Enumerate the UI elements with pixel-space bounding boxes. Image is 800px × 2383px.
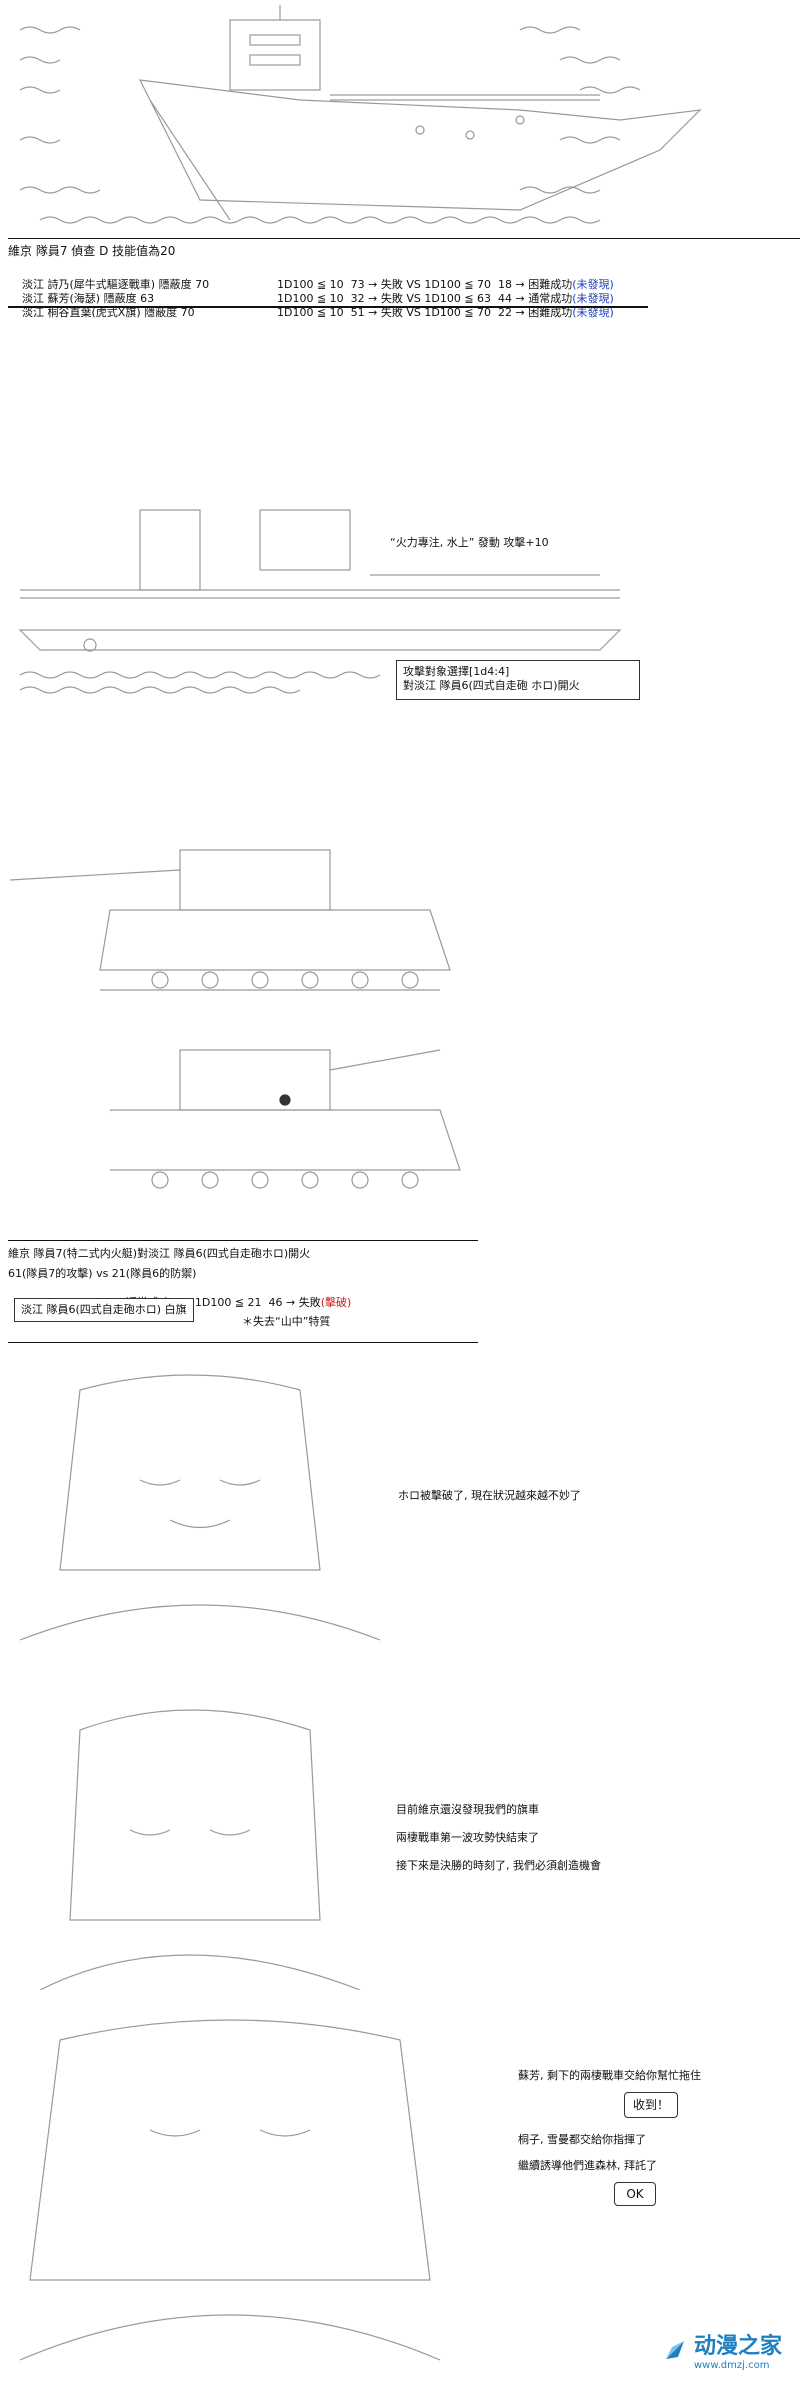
panel-character-2: 目前維京還沒發現我們的旗車 兩棲戰車第一波攻勢快結束了 接下來是決勝的時刻了, … (0, 1690, 800, 2000)
landing-craft-illustration (18, 509, 622, 694)
row-name: 淡江 詩乃(犀牛式驅逐戰車) 隱蔽度 70 (22, 278, 210, 291)
site-logo-text: 动漫之家 (693, 2334, 782, 2359)
row-status: (未發現) (572, 278, 614, 291)
dialogue-1: ホロ被擊破了, 現在狀況越來越不妙了 (398, 1489, 581, 1502)
reply-bubble-2: OK (614, 2182, 656, 2206)
attack-line-2: 61(隊員7的攻擊) vs 21(隊員6的防禦) (8, 1267, 197, 1280)
scout-row-3: 淡江 桐谷直葉(虎式X旗) 隱蔽度 70 (8, 290, 195, 335)
attack-line-1: 維京 隊員7(特二式内火艇)對淡江 隊員6(四式自走砲ホロ)開火 (8, 1247, 311, 1260)
row-status: (未發現) (572, 306, 614, 319)
row-roll: 1D100 ≦ 10 51 → 失敗 VS 1D100 ≦ 70 22 → 困難… (277, 306, 573, 319)
target-selection-box: 攻擊對象選擇[1d4:4] 對淡江 隊員6(四式自走砲 ホロ)開火 (396, 660, 640, 700)
scout-row-2: 淡江 蘇芳(海瑟) 隱蔽度 63 (8, 276, 154, 321)
target-line-1: 攻擊對象選擇[1d4:4] (403, 665, 510, 678)
tank-illustration-1 (10, 849, 451, 991)
divider (8, 1342, 478, 1343)
divider (8, 238, 800, 239)
white-flag-box: 淡江 隊員6(四式自走砲ホロ) 白旗 (14, 1298, 194, 1322)
row-roll: 1D100 ≦ 10 73 → 失敗 VS 1D100 ≦ 70 18 → 困難… (277, 278, 573, 291)
row-roll: 1D100 ≦ 10 32 → 失敗 VS 1D100 ≦ 63 44 → 通常… (277, 292, 573, 305)
skill-activation: “火力專注, 水上” 發動 攻擊+10 (390, 536, 549, 549)
trait-lost-note: ＊失去“山中”特質 (242, 1315, 331, 1328)
dialogue-3-line-3: 繼續誘導他們進森林, 拜託了 (518, 2159, 657, 2172)
divider (8, 1240, 478, 1241)
divider (8, 306, 648, 308)
dialogue-2-line-2: 兩棲戰車第一波攻勢快結束了 (396, 1831, 539, 1844)
scout-roll-2: 1D100 ≦ 10 32 → 失敗 VS 1D100 ≦ 63 44 → 通常… (263, 276, 614, 321)
tank-illustration-2 (110, 1049, 461, 1189)
character-illustration-2 (40, 1709, 361, 1990)
scout-heading: 維京 隊員7 偵查 D 技能值為20 (8, 244, 176, 258)
target-line-2: 對淡江 隊員6(四式自走砲 ホロ)開火 (403, 679, 580, 692)
scout-roll-1: 1D100 ≦ 10 73 → 失敗 VS 1D100 ≦ 70 18 → 困難… (263, 262, 614, 307)
panel-character-1: ホロ被擊破了, 現在狀況越來越不妙了 (0, 1370, 800, 1670)
dialogue-3-line-1: 蘇芳, 剩下的兩棲戰車交給你幫忙拖住 (518, 2069, 701, 2082)
destroyed-label: (擊破) (320, 1296, 352, 1309)
panel-battleship: 維京 隊員7 偵查 D 技能值為20 淡江 詩乃(犀牛式驅逐戰車) 隱蔽度 70… (0, 0, 800, 319)
site-logo-icon (665, 2340, 684, 2359)
reply-bubble-1: 收到！ (624, 2092, 678, 2118)
scout-roll-3: 1D100 ≦ 10 51 → 失敗 VS 1D100 ≦ 70 22 → 困難… (263, 290, 614, 335)
panel-character-3: 蘇芳, 剩下的兩棲戰車交給你幫忙拖住 收到！ 桐子, 雪曼都交給你指揮了 繼續誘… (0, 2010, 800, 2383)
character-illustration-1 (20, 1374, 380, 1641)
panel-landing-craft: “火力專注, 水上” 發動 攻擊+10 攻擊對象選擇[1d4:4] 對淡江 隊員… (0, 480, 800, 710)
character-illustration-3 (19, 2019, 441, 2361)
site-watermark: 动漫之家 www.dmzj.com (662, 2328, 782, 2371)
site-url: www.dmzj.com (693, 2360, 770, 2371)
row-status: (未發現) (572, 292, 614, 305)
panel-attack-result: 維京 隊員7(特二式内火艇)對淡江 隊員6(四式自走砲ホロ)開火 61(隊員7的… (0, 1240, 800, 1360)
battleship-illustration (19, 5, 702, 224)
row-name: 淡江 蘇芳(海瑟) 隱蔽度 63 (22, 292, 155, 305)
panel-tanks (0, 830, 800, 1250)
dialogue-2-line-3: 接下來是決勝的時刻了, 我們必須創造機會 (396, 1859, 601, 1872)
scout-row-1: 淡江 詩乃(犀牛式驅逐戰車) 隱蔽度 70 (8, 262, 209, 307)
row-name: 淡江 桐谷直葉(虎式X旗) 隱蔽度 70 (22, 306, 195, 319)
dialogue-3-line-2: 桐子, 雪曼都交給你指揮了 (518, 2133, 646, 2146)
dialogue-2-line-1: 目前維京還沒發現我們的旗車 (396, 1803, 539, 1816)
